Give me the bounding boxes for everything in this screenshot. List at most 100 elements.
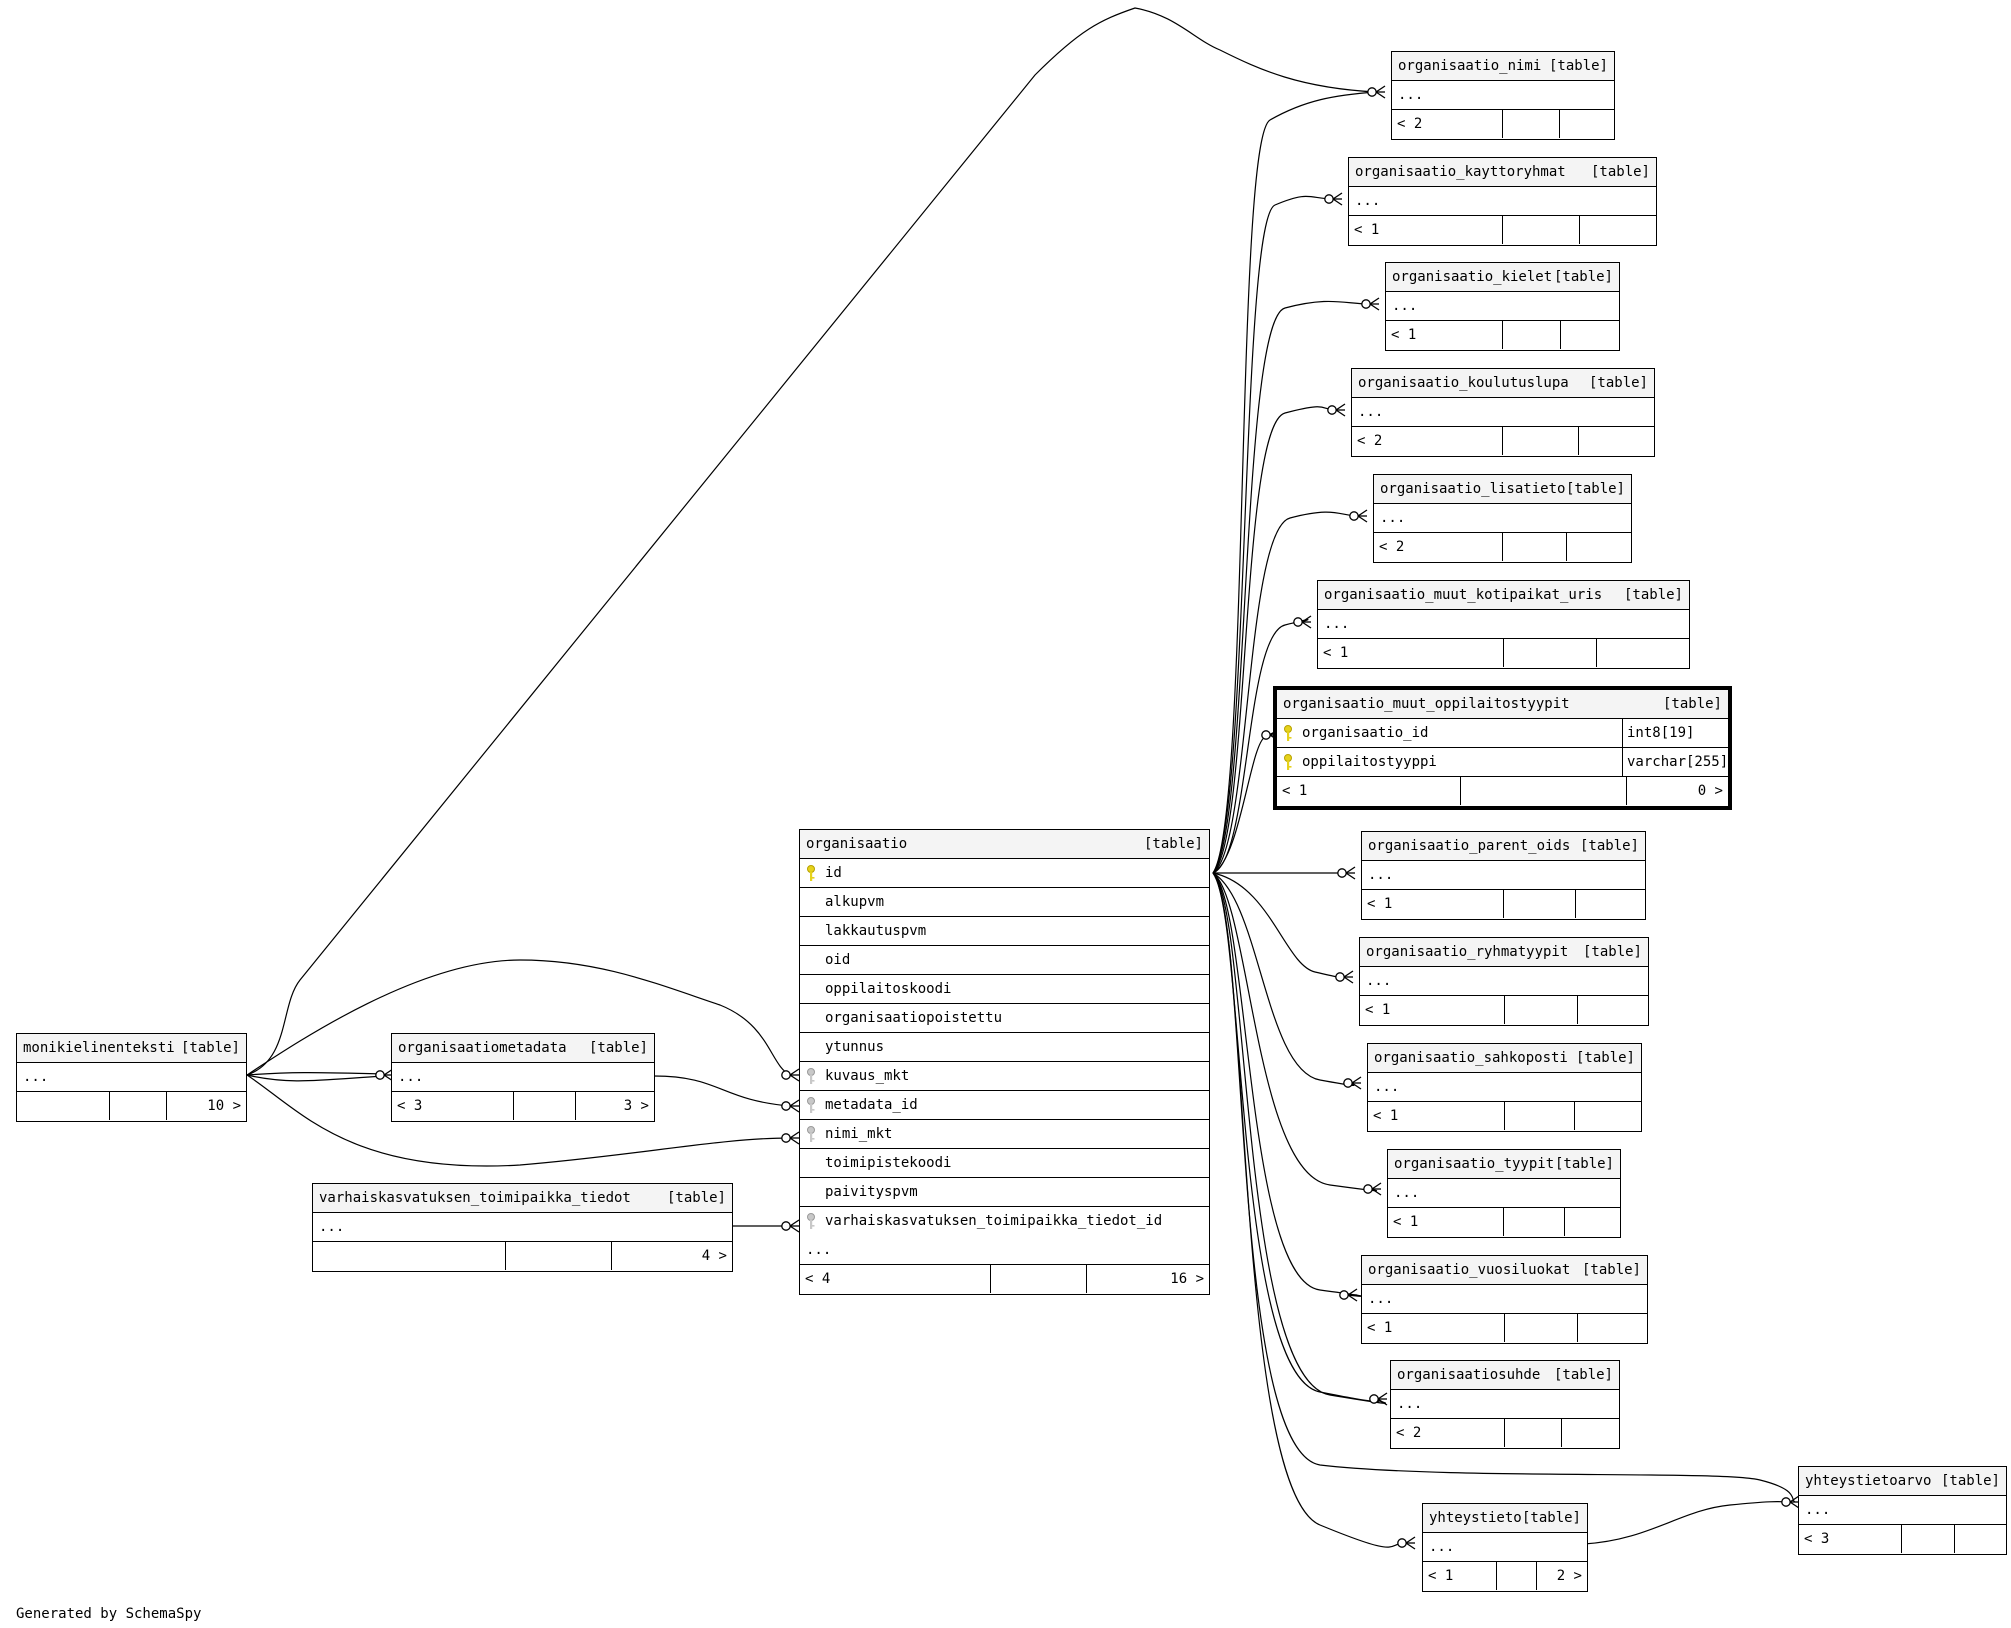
- table-header: organisaatio_sahkoposti [table]: [1368, 1044, 1641, 1073]
- table-header: yhteystieto [table]: [1423, 1504, 1587, 1533]
- generator-caption: Generated by SchemaSpy: [16, 1606, 202, 1622]
- rows-count: [1503, 110, 1560, 138]
- table-name: organisaatio_nimi: [1398, 58, 1542, 74]
- table-organisaatio_koulutuslupa: organisaatio_koulutuslupa [table] ... < …: [1351, 368, 1655, 457]
- table-header: organisaatio_lisatieto [table]: [1374, 475, 1631, 504]
- column-name: toimipistekoodi: [825, 1155, 952, 1171]
- table-organisaatio_kayttoryhmat: organisaatio_kayttoryhmat [table] ... < …: [1348, 157, 1657, 246]
- column-row: nimi_mkt: [800, 1120, 1209, 1149]
- table-organisaatio_lisatieto: organisaatio_lisatieto [table] ... < 2: [1373, 474, 1632, 563]
- parents-count: < 1: [1362, 1314, 1505, 1342]
- table-footer: 4 >: [313, 1242, 732, 1271]
- crowfoot-marker: [1339, 1288, 1358, 1302]
- collapsed-columns-row: ...: [1362, 861, 1645, 890]
- table-name: organisaatio_kayttoryhmat: [1355, 164, 1566, 180]
- column-name: varhaiskasvatuksen_toimipaikka_tiedot_id: [825, 1213, 1163, 1229]
- table-footer: < 4 16 >: [800, 1265, 1209, 1294]
- table-footer: < 1 2 >: [1423, 1562, 1587, 1591]
- table-type-tag: [table]: [1553, 269, 1613, 285]
- collapsed-columns-row: ...: [1388, 1179, 1620, 1208]
- crowfoot-marker: [1343, 1076, 1362, 1090]
- table-name: organisaatio: [806, 836, 908, 852]
- table-name: varhaiskasvatuksen_toimipaikka_tiedot: [319, 1190, 631, 1206]
- children-count: [1561, 321, 1619, 349]
- children-count: [1575, 1102, 1641, 1130]
- collapsed-columns-row: ...: [1362, 1285, 1647, 1314]
- parents-count: < 1: [1386, 321, 1503, 349]
- parents-count: < 2: [1374, 533, 1503, 561]
- table-header: organisaatio_kielet [table]: [1386, 263, 1619, 292]
- column-row: oppilaitoskoodi: [800, 975, 1209, 1004]
- column-name: metadata_id: [825, 1097, 918, 1113]
- relation-yhteystieto-yhteystietoarvo: [1583, 1501, 1791, 1545]
- rows-count: [1504, 1208, 1565, 1236]
- crowfoot-marker: [1337, 866, 1356, 880]
- table-type-tag: [table]: [1553, 1367, 1613, 1383]
- column-name: lakkautuspvm: [825, 923, 927, 939]
- table-type-tag: [table]: [1579, 838, 1639, 854]
- collapsed-columns-row: ...: [313, 1213, 732, 1242]
- crowfoot-marker: [781, 1099, 800, 1113]
- collapsed-columns-row: ...: [17, 1063, 246, 1092]
- primary-key-icon: [1284, 725, 1292, 741]
- table-header: organisaatio_koulutuslupa [table]: [1352, 369, 1654, 398]
- table-header: monikielinenteksti [table]: [17, 1034, 246, 1063]
- table-name: organisaatio_tyypit: [1394, 1156, 1555, 1172]
- table-organisaatio_tyypit: organisaatio_tyypit [table] ... < 1: [1387, 1149, 1621, 1238]
- collapsed-columns-row: ...: [1352, 398, 1654, 427]
- table-name: yhteystieto: [1429, 1510, 1522, 1526]
- table-header: organisaatio [table]: [800, 830, 1209, 859]
- column-row: paivityspvm: [800, 1178, 1209, 1207]
- rows-count: [1503, 216, 1580, 244]
- foreign-key-icon: [807, 1213, 815, 1229]
- table-type-tag: [table]: [666, 1190, 726, 1206]
- collapsed-columns-row: ...: [1423, 1533, 1587, 1562]
- table-header: organisaatiosuhde [table]: [1391, 1361, 1619, 1390]
- relation-organisaatio_kielet: [1212, 300, 1371, 874]
- table-name: organisaatio_sahkoposti: [1374, 1050, 1568, 1066]
- crowfoot-marker: [1293, 615, 1312, 629]
- relation-organisaatio_koulutuslupa: [1212, 406, 1337, 874]
- table-header: organisaatio_tyypit [table]: [1388, 1150, 1620, 1179]
- rows-count: [1503, 427, 1579, 455]
- collapsed-columns-row: ...: [1349, 187, 1656, 216]
- table-footer: < 1: [1368, 1102, 1641, 1131]
- column-row: kuvaus_mkt: [800, 1062, 1209, 1091]
- table-type-tag: [table]: [1581, 1262, 1641, 1278]
- crowfoot-marker: [1781, 1495, 1800, 1509]
- relation-organisaatiosuhde-a: [1212, 872, 1386, 1404]
- table-footer: < 1 0 >: [1277, 777, 1728, 806]
- rows-count: [1504, 639, 1597, 667]
- foreign-key-icon: [807, 1068, 815, 1084]
- rows-count: [514, 1092, 576, 1120]
- table-organisaatio_vuosiluokat: organisaatio_vuosiluokat [table] ... < 1: [1361, 1255, 1648, 1344]
- table-footer: < 2: [1352, 427, 1654, 456]
- rows-count: [110, 1092, 167, 1120]
- collapsed-columns-row: ...: [1391, 1390, 1619, 1419]
- table-footer: < 1: [1386, 321, 1619, 350]
- children-count: [1562, 1419, 1619, 1447]
- table-name: organisaatio_muut_oppilaitostyypit: [1283, 696, 1570, 712]
- table-footer: 10 >: [17, 1092, 246, 1121]
- collapsed-columns-row: ...: [1799, 1496, 2006, 1525]
- relation-yhteystietoarvo-from-organisaatio: [1212, 872, 1796, 1503]
- parents-count: < 2: [1392, 110, 1503, 138]
- column-name: oppilaitoskoodi: [825, 981, 952, 997]
- crowfoot-marker: [781, 1131, 800, 1145]
- table-header: varhaiskasvatuksen_toimipaikka_tiedot [t…: [313, 1184, 732, 1213]
- column-row: varhaiskasvatuksen_toimipaikka_tiedot_id: [800, 1207, 1209, 1236]
- parents-count: < 1: [1318, 639, 1504, 667]
- table-header: organisaatio_nimi [table]: [1392, 52, 1614, 81]
- column-row: toimipistekoodi: [800, 1149, 1209, 1178]
- rows-count: [1461, 777, 1627, 805]
- primary-key-icon: [807, 865, 815, 881]
- collapsed-columns-row: ...: [1386, 292, 1619, 321]
- table-footer: < 1: [1318, 639, 1689, 668]
- table-organisaatio_muut_oppilaitostyypit: organisaatio_muut_oppilaitostyypit [tabl…: [1273, 686, 1732, 810]
- table-footer: < 3: [1799, 1525, 2006, 1554]
- column-type: varchar[255]: [1622, 748, 1728, 776]
- table-footer: < 2: [1374, 533, 1631, 562]
- table-header: organisaatiometadata [table]: [392, 1034, 654, 1063]
- column-row: oppilaitostyyppi varchar[255]: [1277, 748, 1728, 777]
